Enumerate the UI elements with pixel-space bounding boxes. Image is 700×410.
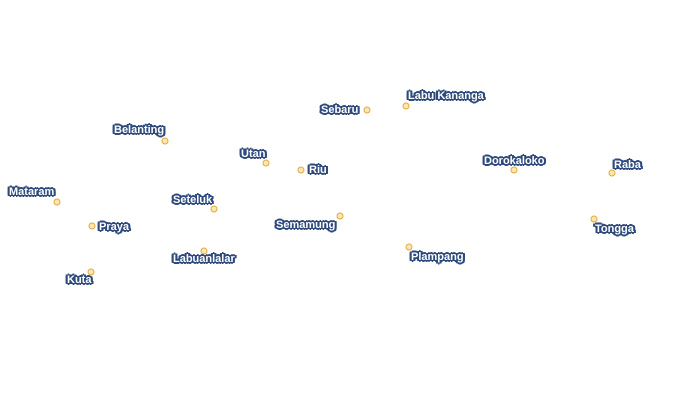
place-label: Semamung [276,219,336,231]
place-marker[interactable] [53,198,61,206]
place-label: Sebaru [321,104,359,116]
place-marker[interactable] [262,159,270,167]
place-label: Belanting [114,124,165,136]
place-marker[interactable] [200,247,208,255]
place-label: Dorokaloko [484,155,545,167]
place-label: Riu [309,164,327,176]
place-marker[interactable] [510,166,518,174]
place-marker[interactable] [405,243,413,251]
place-label: Kuta [67,274,92,286]
place-label: Tongga [595,223,634,235]
place-marker[interactable] [88,222,96,230]
place-marker[interactable] [608,169,616,177]
place-marker[interactable] [336,212,344,220]
place-label: Labuanlalar [173,253,235,265]
place-label: Seteluk [173,194,213,206]
place-marker[interactable] [590,215,598,223]
place-label: Mataram [9,186,55,198]
place-marker[interactable] [402,102,410,110]
place-label: Plampang [411,251,464,263]
place-label: Raba [614,159,641,171]
place-label: Praya [99,221,129,233]
place-label: Labu Kananga [408,90,484,102]
place-label: Utan [241,148,266,160]
place-marker[interactable] [87,268,95,276]
place-marker[interactable] [363,106,371,114]
place-marker[interactable] [210,205,218,213]
place-marker[interactable] [297,166,305,174]
place-marker[interactable] [161,137,169,145]
